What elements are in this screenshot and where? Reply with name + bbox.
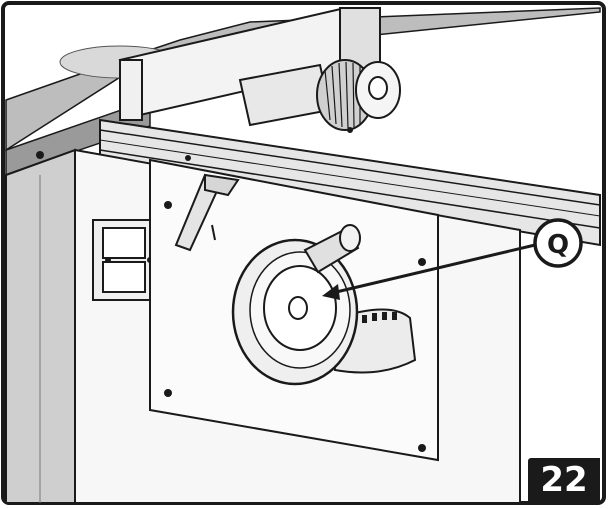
callout-q: Q: [533, 218, 583, 268]
figure-number-badge: 22: [528, 458, 600, 502]
lock-knob: [316, 59, 401, 133]
switch-box: [92, 219, 154, 301]
fence-rail: [36, 118, 601, 247]
fence-housing: [118, 7, 381, 127]
callout-label: Q: [547, 230, 569, 260]
callout-leader: [322, 243, 536, 300]
lock-lever: [174, 173, 240, 252]
handwheel: [231, 224, 361, 386]
